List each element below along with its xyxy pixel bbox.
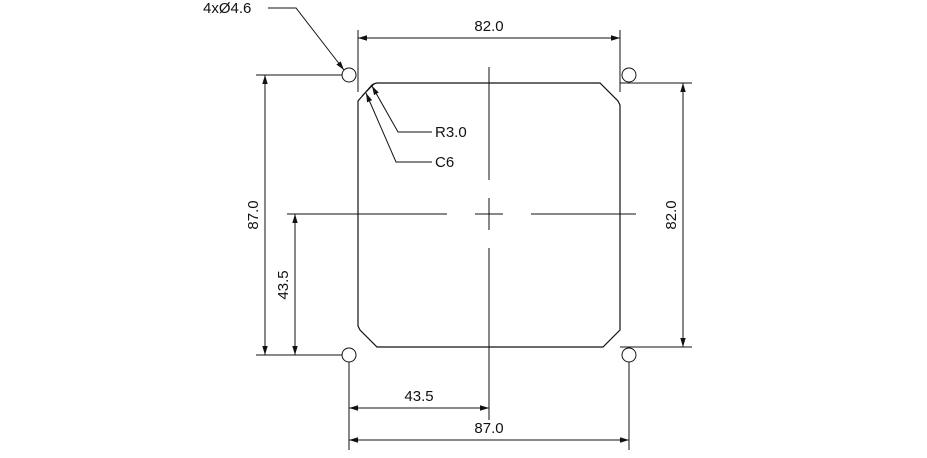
- radius-callout: R3.0: [371, 85, 467, 141]
- mounting-hole-bottom-left: [341, 347, 357, 363]
- chamfer-callout: C6: [365, 92, 454, 171]
- radius-callout-label: R3.0: [435, 124, 467, 141]
- dim-left-43-5-label: 43.5: [275, 270, 292, 299]
- center-lines: [287, 67, 636, 420]
- dim-right-82-label: 82.0: [663, 200, 680, 229]
- dim-left-43-5: 43.5: [275, 214, 298, 355]
- mounting-hole-top-left: [341, 67, 357, 83]
- dim-left-87-label: 87.0: [245, 200, 262, 229]
- hole-callout-label: 4xØ4.6: [203, 0, 251, 17]
- mounting-hole-top-right: [621, 67, 637, 83]
- dim-top-82-label: 82.0: [474, 18, 503, 35]
- chamfer-callout-label: C6: [435, 154, 454, 171]
- dim-right-82: 82.0: [620, 82, 692, 348]
- dim-top-82: 82.0: [357, 18, 621, 92]
- cutout-outline: [357, 82, 621, 348]
- dim-bottom-43-5: 43.5: [348, 362, 630, 450]
- corner-radius-detail: [361, 83, 375, 97]
- dim-bottom-87: 87.0: [349, 420, 629, 443]
- mounting-hole-bottom-right: [621, 347, 637, 363]
- dim-bottom-43-5-label: 43.5: [404, 388, 433, 405]
- dim-bottom-87-label: 87.0: [474, 420, 503, 437]
- hole-callout: 4xØ4.6: [203, 0, 345, 71]
- dim-left-87: 87.0: [245, 74, 342, 356]
